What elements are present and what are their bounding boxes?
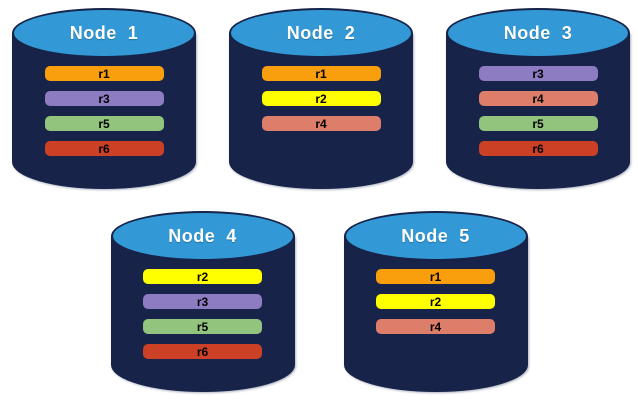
- region-bar-r2: r2: [376, 294, 495, 309]
- node-label: Node 5: [401, 225, 470, 246]
- region-bar-r4: r4: [261, 116, 381, 131]
- cylinder-cap: Node 3: [446, 8, 630, 58]
- region-bar-r5: r5: [143, 319, 262, 334]
- region-bar-r2: r2: [261, 91, 381, 106]
- node-label: Node 2: [286, 22, 356, 43]
- region-bar-r5: r5: [478, 116, 598, 131]
- region-bar-r6: r6: [44, 141, 164, 156]
- region-bar-r2: r2: [143, 269, 262, 284]
- cylinder-body: [110, 236, 295, 392]
- node-label: Node 3: [503, 22, 573, 43]
- region-bar-list: r1 r2 r4: [229, 66, 413, 131]
- region-bar-list: r3 r4 r5 r6: [446, 66, 630, 156]
- cylinder-cap: Node 1: [12, 8, 196, 58]
- region-bar-r6: r6: [143, 344, 262, 359]
- region-bar-r1: r1: [261, 66, 381, 81]
- cylinder-body: [343, 236, 528, 392]
- node-cylinder-3: Node 3 r3 r4 r5 r6: [446, 8, 630, 189]
- region-bar-r5: r5: [44, 116, 164, 131]
- region-bar-r1: r1: [44, 66, 164, 81]
- region-bar-r1: r1: [376, 269, 495, 284]
- node-label: Node 1: [69, 22, 139, 43]
- region-bar-list: r1 r3 r5 r6: [12, 66, 196, 156]
- cylinder-body: [229, 33, 413, 189]
- region-bar-r3: r3: [143, 294, 262, 309]
- cylinder-cap: Node 5: [343, 211, 528, 261]
- cylinder-cap: Node 2: [229, 8, 413, 58]
- node-cylinder-4: Node 4 r2 r3 r5 r6: [110, 211, 295, 392]
- cylinder-body: [12, 33, 196, 189]
- cylinder-cap: Node 4: [110, 211, 295, 261]
- node-row-bottom: Node 4 r2 r3 r5 r6 Node 5 r1 r2 r4: [0, 211, 638, 392]
- region-bar-r3: r3: [478, 66, 598, 81]
- region-bar-r4: r4: [376, 319, 495, 334]
- cylinder-body: [446, 33, 630, 189]
- node-cylinder-2: Node 2 r1 r2 r4: [229, 8, 413, 189]
- region-bar-list: r2 r3 r5 r6: [111, 269, 295, 359]
- region-bar-r4: r4: [478, 91, 598, 106]
- region-bar-list: r1 r2 r4: [344, 269, 528, 334]
- node-cylinder-5: Node 5 r1 r2 r4: [343, 211, 528, 392]
- region-bar-r6: r6: [478, 141, 598, 156]
- node-cylinder-1: Node 1 r1 r3 r5 r6: [12, 8, 196, 189]
- node-label: Node 4: [168, 225, 237, 246]
- region-bar-r3: r3: [44, 91, 164, 106]
